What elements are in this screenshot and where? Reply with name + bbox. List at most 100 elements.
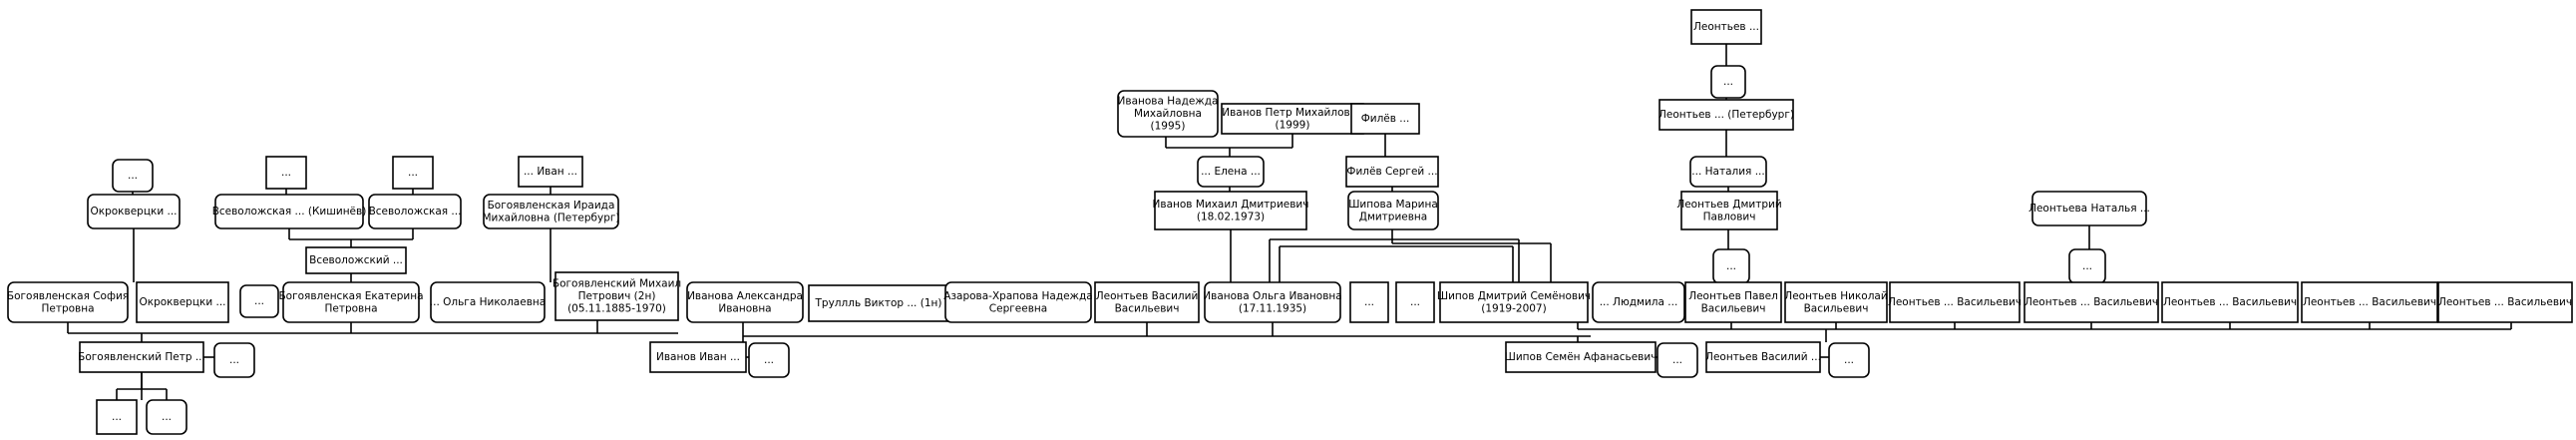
person-node[interactable]: ... Елена ... [1197,156,1265,188]
person-box[interactable] [1656,342,1698,378]
person-node[interactable]: ... Ольга Николаевна [430,281,546,323]
person-node[interactable]: Богоявленский Петр ... [78,341,205,373]
person-node[interactable]: Иванов Иван ... [649,341,747,373]
person-box[interactable] [808,284,949,322]
person-node[interactable]: ... [96,399,138,435]
person-box[interactable] [368,194,462,229]
person-node[interactable]: ... [748,342,790,378]
person-box[interactable] [1705,341,1821,373]
person-node[interactable]: ... [265,156,307,190]
person-box[interactable] [1690,9,1762,45]
person-box[interactable] [1154,191,1307,230]
person-node[interactable]: Всеволожский ... [305,246,407,274]
person-node[interactable]: Леонтьев ... Васильевич [1888,281,2022,323]
person-box[interactable] [1345,156,1439,188]
person-box[interactable] [136,281,229,323]
person-node[interactable]: Филёв Сергей ... [1345,156,1439,188]
person-node[interactable]: Леонтьев ... (Петербург) [1658,99,1794,131]
person-node[interactable]: ... [112,159,154,193]
person-box[interactable] [1784,281,1888,323]
person-box[interactable] [686,281,804,323]
person-node[interactable]: Филёв ... [1350,103,1420,135]
person-box[interactable] [1197,156,1265,188]
person-node[interactable]: ... Людмила ... [1592,281,1685,323]
person-node[interactable]: ... [1395,281,1435,323]
person-box[interactable] [1349,281,1389,323]
person-node[interactable]: Иванов Михаил Дмитриевич(18.02.1973) [1153,191,1309,230]
person-box[interactable] [1828,342,1870,378]
person-box[interactable] [1680,191,1778,230]
person-node[interactable]: ... [213,342,255,378]
person-box[interactable] [1658,99,1794,131]
person-box[interactable] [1221,103,1364,135]
person-node[interactable]: Леонтьев ... [1690,9,1762,45]
person-box[interactable] [748,342,790,378]
person-box[interactable] [649,341,747,373]
person-box[interactable] [1350,103,1420,135]
person-node[interactable]: ... [146,399,187,435]
person-box[interactable] [1094,281,1200,323]
person-box[interactable] [305,246,407,274]
person-node[interactable]: Леонтьев ... Васильевич [2301,281,2438,323]
person-box[interactable] [1439,281,1589,323]
person-box[interactable] [392,156,434,190]
person-box[interactable] [518,156,583,188]
person-node[interactable]: ... [239,284,279,318]
person-box[interactable] [1889,281,2021,323]
person-node[interactable]: ... Наталия ... [1689,156,1767,188]
person-node[interactable]: ... [392,156,434,190]
person-node[interactable]: Всеволожская ... (Кишинёв) [212,194,367,229]
person-box[interactable] [239,284,279,318]
person-node[interactable]: Всеволожская ... [368,194,462,229]
person-box[interactable] [1684,281,1782,323]
person-box[interactable] [96,399,138,435]
person-box[interactable] [112,159,154,193]
person-box[interactable] [1710,65,1746,99]
person-box[interactable] [2301,281,2438,323]
person-box[interactable] [2161,281,2299,323]
person-node[interactable]: ... [1828,342,1870,378]
person-node[interactable]: Окрокверцки ... [87,194,181,229]
person-node[interactable]: Иванов Петр Михайлович(1999) [1221,103,1364,135]
person-box[interactable] [1204,281,1341,323]
person-box[interactable] [2437,281,2573,323]
person-node[interactable]: Иванова Ольга Ивановна(17.11.1935) [1203,281,1342,323]
person-node[interactable]: Леонтьев ... Васильевич [2024,281,2159,323]
person-node[interactable]: Труллль Виктор ... (1н) [808,284,949,322]
person-node[interactable]: Шипов Семён Афанасьевич [1505,341,1657,373]
person-box[interactable] [1395,281,1435,323]
person-node[interactable]: Леонтьева Наталья ... [2028,191,2150,226]
person-node[interactable]: ... [1712,248,1750,284]
person-node[interactable]: Шипов Дмитрий Семёнович(1919-2007) [1437,281,1591,323]
person-box[interactable] [1505,341,1656,373]
person-box[interactable] [2031,191,2147,226]
person-node[interactable]: ... [1656,342,1698,378]
person-box[interactable] [944,281,1092,323]
person-box[interactable] [214,194,364,229]
person-node[interactable]: ... [2068,248,2106,284]
person-box[interactable] [1117,90,1219,138]
person-box[interactable] [554,271,679,321]
person-box[interactable] [7,281,129,323]
person-box[interactable] [282,281,420,323]
person-box[interactable] [1347,191,1439,230]
person-box[interactable] [213,342,255,378]
person-node[interactable]: Леонтьев ... Васильевич [2437,281,2573,323]
person-box[interactable] [146,399,187,435]
person-node[interactable]: ... Иван ... [518,156,583,188]
person-box[interactable] [1689,156,1767,188]
person-node[interactable]: Леонтьев ... Васильевич [2161,281,2299,323]
person-box[interactable] [87,194,181,229]
person-box[interactable] [2024,281,2159,323]
person-box[interactable] [79,341,204,373]
person-box[interactable] [483,194,619,229]
